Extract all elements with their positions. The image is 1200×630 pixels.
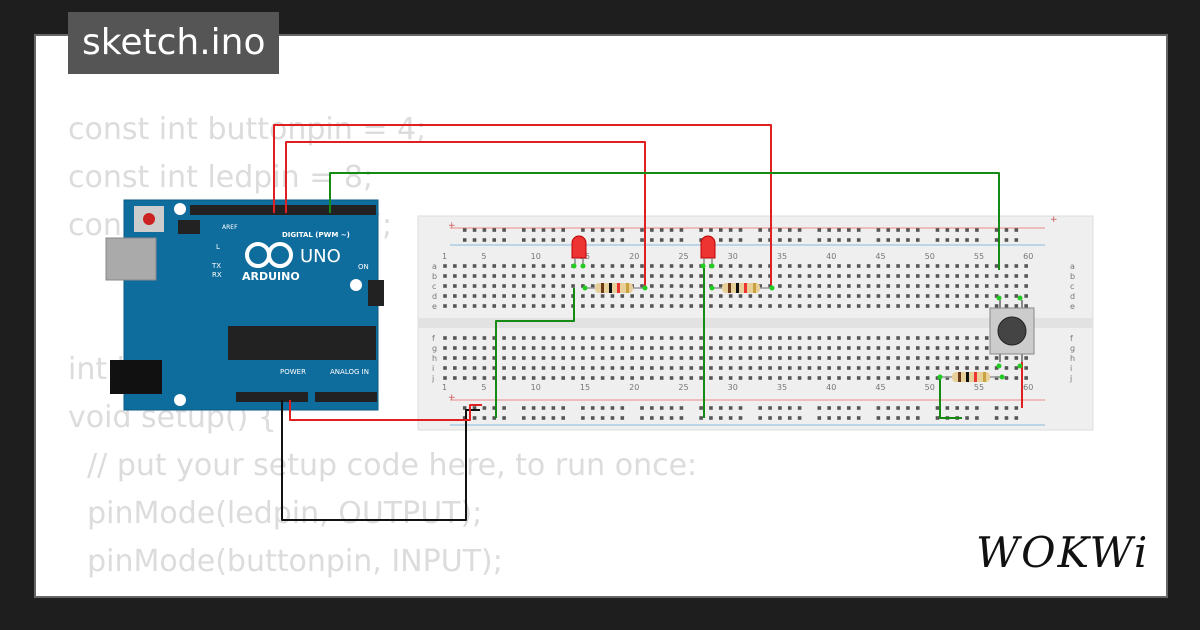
column-number-bottom: 1 — [442, 383, 447, 392]
column-number-bottom: 10 — [531, 383, 541, 392]
rail-plus-label-right: + — [1050, 215, 1058, 225]
tx-label: TX — [211, 262, 221, 270]
file-tab[interactable]: sketch.ino — [68, 12, 280, 74]
column-number: 45 — [875, 252, 885, 261]
wire-green-resistor-gnd — [939, 378, 962, 419]
column-number-bottom: 55 — [974, 383, 984, 392]
power-jack — [110, 360, 162, 394]
column-number-bottom: 15 — [580, 383, 590, 392]
row-letter: g — [1070, 344, 1075, 353]
row-letter: d — [432, 292, 437, 301]
arduino-brand: ARDUINO — [242, 270, 300, 283]
column-number: 35 — [777, 252, 787, 261]
column-number: 40 — [826, 252, 836, 261]
led-red-2[interactable] — [700, 235, 716, 266]
column-number: 1 — [442, 252, 447, 261]
row-letter: b — [1070, 272, 1075, 281]
code-line: pinMode(led2pin, OUTPUT); — [68, 592, 501, 596]
arduino-uno-board: ARDUINO UNO DIGITAL (PWM ~) POWER ANALOG… — [105, 199, 384, 411]
column-number: 10 — [531, 252, 541, 261]
column-number-bottom: 5 — [481, 383, 486, 392]
row-letter: b — [432, 272, 437, 281]
resistor-2[interactable] — [712, 283, 772, 293]
column-number-bottom: 40 — [826, 383, 836, 392]
wire-red-pin8 — [285, 141, 646, 288]
row-letter: e — [1070, 302, 1075, 311]
row-letter: f — [1070, 334, 1073, 343]
l-label: L — [216, 243, 220, 251]
connection-dots — [571, 263, 1023, 380]
arduino-logo-right — [267, 242, 293, 268]
code-line: // put your setup code here, to run once… — [87, 448, 698, 483]
row-letter: h — [432, 354, 437, 363]
row-letter: a — [432, 262, 437, 271]
column-number-bottom: 60 — [1023, 383, 1033, 392]
rail-plus-label: + — [448, 221, 456, 231]
row-letter: f — [432, 334, 435, 343]
resistor-1[interactable] — [585, 283, 645, 293]
rail-plus-label-bottom: + — [448, 393, 456, 403]
power-label: POWER — [280, 368, 306, 376]
arduino-model: UNO — [300, 246, 341, 267]
column-number: 30 — [728, 252, 738, 261]
column-number-bottom: 50 — [925, 383, 935, 392]
column-number: 60 — [1023, 252, 1033, 261]
column-number: 55 — [974, 252, 984, 261]
row-letter: j — [1069, 374, 1072, 383]
column-number: 20 — [629, 252, 639, 261]
resistor-3[interactable] — [940, 372, 1002, 382]
on-label: ON — [358, 263, 369, 271]
column-number-bottom: 45 — [875, 383, 885, 392]
pushbutton[interactable] — [989, 300, 1035, 362]
column-number-bottom: 20 — [629, 383, 639, 392]
digital-label: DIGITAL (PWM ~) — [282, 231, 350, 239]
digital-header — [190, 205, 376, 215]
wokwi-logo: WOKWi — [976, 528, 1149, 577]
code-line: const int buttonpin = 4; — [68, 112, 427, 147]
aref-label: AREF — [222, 224, 238, 231]
code-line: const int ledpin = 8; — [68, 160, 374, 195]
code-line: pinMode(buttonpin, INPUT); — [87, 544, 503, 579]
reset-button[interactable] — [143, 213, 155, 225]
led-red-1[interactable] — [571, 235, 587, 266]
row-letter: i — [1070, 364, 1072, 373]
wire-red-5v — [289, 400, 482, 421]
row-letter: g — [432, 344, 437, 353]
column-number-bottom: 25 — [678, 383, 688, 392]
row-letter: c — [432, 282, 436, 291]
row-letter: i — [432, 364, 434, 373]
power-header — [236, 392, 308, 402]
usb-port — [105, 237, 157, 281]
row-letter: h — [1070, 354, 1075, 363]
wokwi-logo-text: WOKWi — [976, 528, 1149, 577]
row-letter: e — [432, 302, 437, 311]
row-letter: j — [431, 374, 434, 383]
atmega-chip — [228, 326, 376, 360]
row-letter: a — [1070, 262, 1075, 271]
column-number-bottom: 30 — [728, 383, 738, 392]
analog-label: ANALOG IN — [330, 368, 369, 376]
rx-label: RX — [212, 271, 222, 279]
breadboard-holes — [443, 228, 1028, 420]
column-number-bottom: 35 — [777, 383, 787, 392]
column-number: 50 — [925, 252, 935, 261]
wire-green-led1-gnd — [495, 288, 575, 418]
column-number: 25 — [678, 252, 688, 261]
analog-header — [315, 392, 377, 402]
wire-green-pin4 — [329, 172, 1000, 270]
code-line: pinMode(ledpin, OUTPUT); — [87, 496, 483, 531]
column-number: 5 — [481, 252, 486, 261]
row-letter: c — [1070, 282, 1074, 291]
wire-red-pin7 — [273, 124, 772, 285]
row-letter: d — [1070, 292, 1075, 301]
breadboard: 1155101015152020252530303535404045455050… — [417, 215, 1094, 431]
